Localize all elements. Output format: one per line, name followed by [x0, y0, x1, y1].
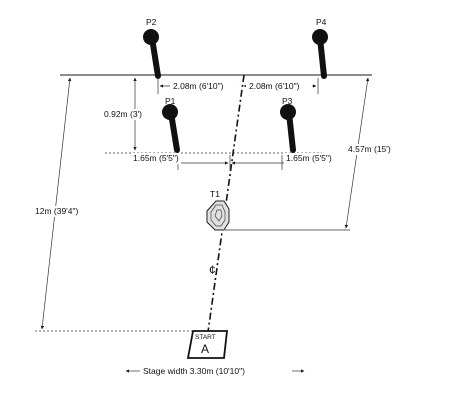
- target-t1: [206, 200, 230, 231]
- target-p2: [143, 29, 161, 79]
- dim-label-center-p4: 2.08m (6'10"): [249, 81, 300, 91]
- target-p4: [312, 29, 328, 79]
- centerline: [207, 74, 245, 333]
- dim-bg-total: [33, 206, 77, 217]
- label-p4: P4: [316, 17, 327, 27]
- dim-label-center-p3: 1.65m (5'5"): [286, 153, 332, 163]
- dim-label-total-distance: 12m (39'4"): [35, 206, 79, 216]
- dim-label-t1-distance: 4.57m (15'): [348, 144, 391, 154]
- label-p1: P1: [165, 96, 176, 106]
- start-box: START A: [186, 330, 229, 359]
- centerline-symbol: ¢: [209, 263, 216, 277]
- dim-label-back-row-offset: 0.92m (3'): [104, 109, 142, 119]
- dim-label-p2-center: 2.08m (6'10"): [173, 81, 224, 91]
- dim-bg-right: [246, 80, 312, 91]
- dim-bg-front-left: [131, 153, 181, 164]
- dim-bg-t1: [346, 144, 396, 155]
- dim-total-distance: [40, 77, 72, 330]
- label-p3: P3: [282, 96, 293, 106]
- target-p3: [280, 104, 296, 153]
- stage-width-label: Stage width 3.30m (10'10"): [143, 366, 245, 376]
- dim-bg-front-right: [284, 153, 334, 164]
- label-p2: P2: [146, 17, 157, 27]
- start-label: START: [195, 334, 216, 341]
- target-p1: [162, 104, 180, 153]
- label-t1: T1: [210, 189, 220, 199]
- dim-label-p1-center: 1.65m (5'5"): [133, 153, 179, 163]
- start-position: A: [201, 342, 209, 356]
- dim-bg-left: [170, 80, 236, 91]
- dim-bg-offset: [101, 109, 149, 120]
